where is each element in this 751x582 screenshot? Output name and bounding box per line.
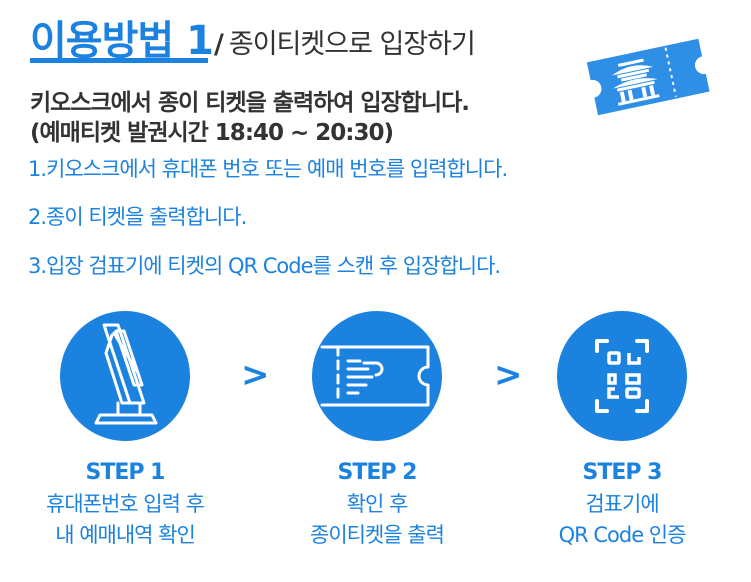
- step-1-circle: [60, 311, 190, 441]
- title-separator: /: [214, 29, 224, 60]
- instruction-2: 2.종이 티켓을 출력합니다.: [28, 205, 247, 229]
- step-2-circle: [312, 311, 442, 441]
- instruction-3: 3.입장 검표기에 티켓의 QR Code를 스캔 후 입장합니다.: [28, 254, 501, 278]
- step-3-caption: STEP 3 검표기에 QR Code 인증: [512, 460, 732, 551]
- title-underline: [30, 58, 208, 63]
- description-line-2: (예매티켓 발권시간 18:40 ~ 20:30): [30, 120, 394, 146]
- instruction-1: 1.키오스크에서 휴대폰 번호 또는 예매 번호를 입력합니다.: [28, 157, 508, 181]
- step-2-line-1: 확인 후: [346, 492, 409, 516]
- step-3-line-1: 검표기에: [585, 492, 659, 516]
- page-title: 이용방법 1: [30, 18, 214, 64]
- kiosk-icon: [94, 323, 158, 425]
- step-3-line-2: QR Code 인증: [558, 523, 687, 547]
- page-subtitle: /종이티켓으로 입장하기: [214, 22, 476, 61]
- subtitle-text: 종이티켓으로 입장하기: [228, 29, 476, 60]
- step-2-caption: STEP 2 확인 후 종이티켓을 출력: [267, 460, 487, 551]
- qr-scan-icon: [595, 339, 649, 413]
- step-2-label: STEP 2: [337, 460, 418, 485]
- printed-ticket-icon: [320, 345, 430, 407]
- step-3-label: STEP 3: [582, 460, 663, 485]
- step-1-label: STEP 1: [85, 460, 166, 485]
- step-1-caption: STEP 1 휴대폰번호 입력 후 내 예매내역 확인: [15, 460, 235, 551]
- step-1-line-2: 내 예매내역 확인: [55, 523, 196, 547]
- step-1-line-1: 휴대폰번호 입력 후: [46, 492, 205, 516]
- arrow-2: >: [494, 355, 523, 395]
- description-line-1: 키오스크에서 종이 티켓을 출력하여 입장합니다.: [30, 90, 470, 116]
- palace-ticket-icon: [583, 28, 713, 123]
- arrow-1: >: [241, 355, 270, 395]
- step-2-line-2: 종이티켓을 출력: [310, 523, 445, 547]
- step-3-circle: [557, 311, 687, 441]
